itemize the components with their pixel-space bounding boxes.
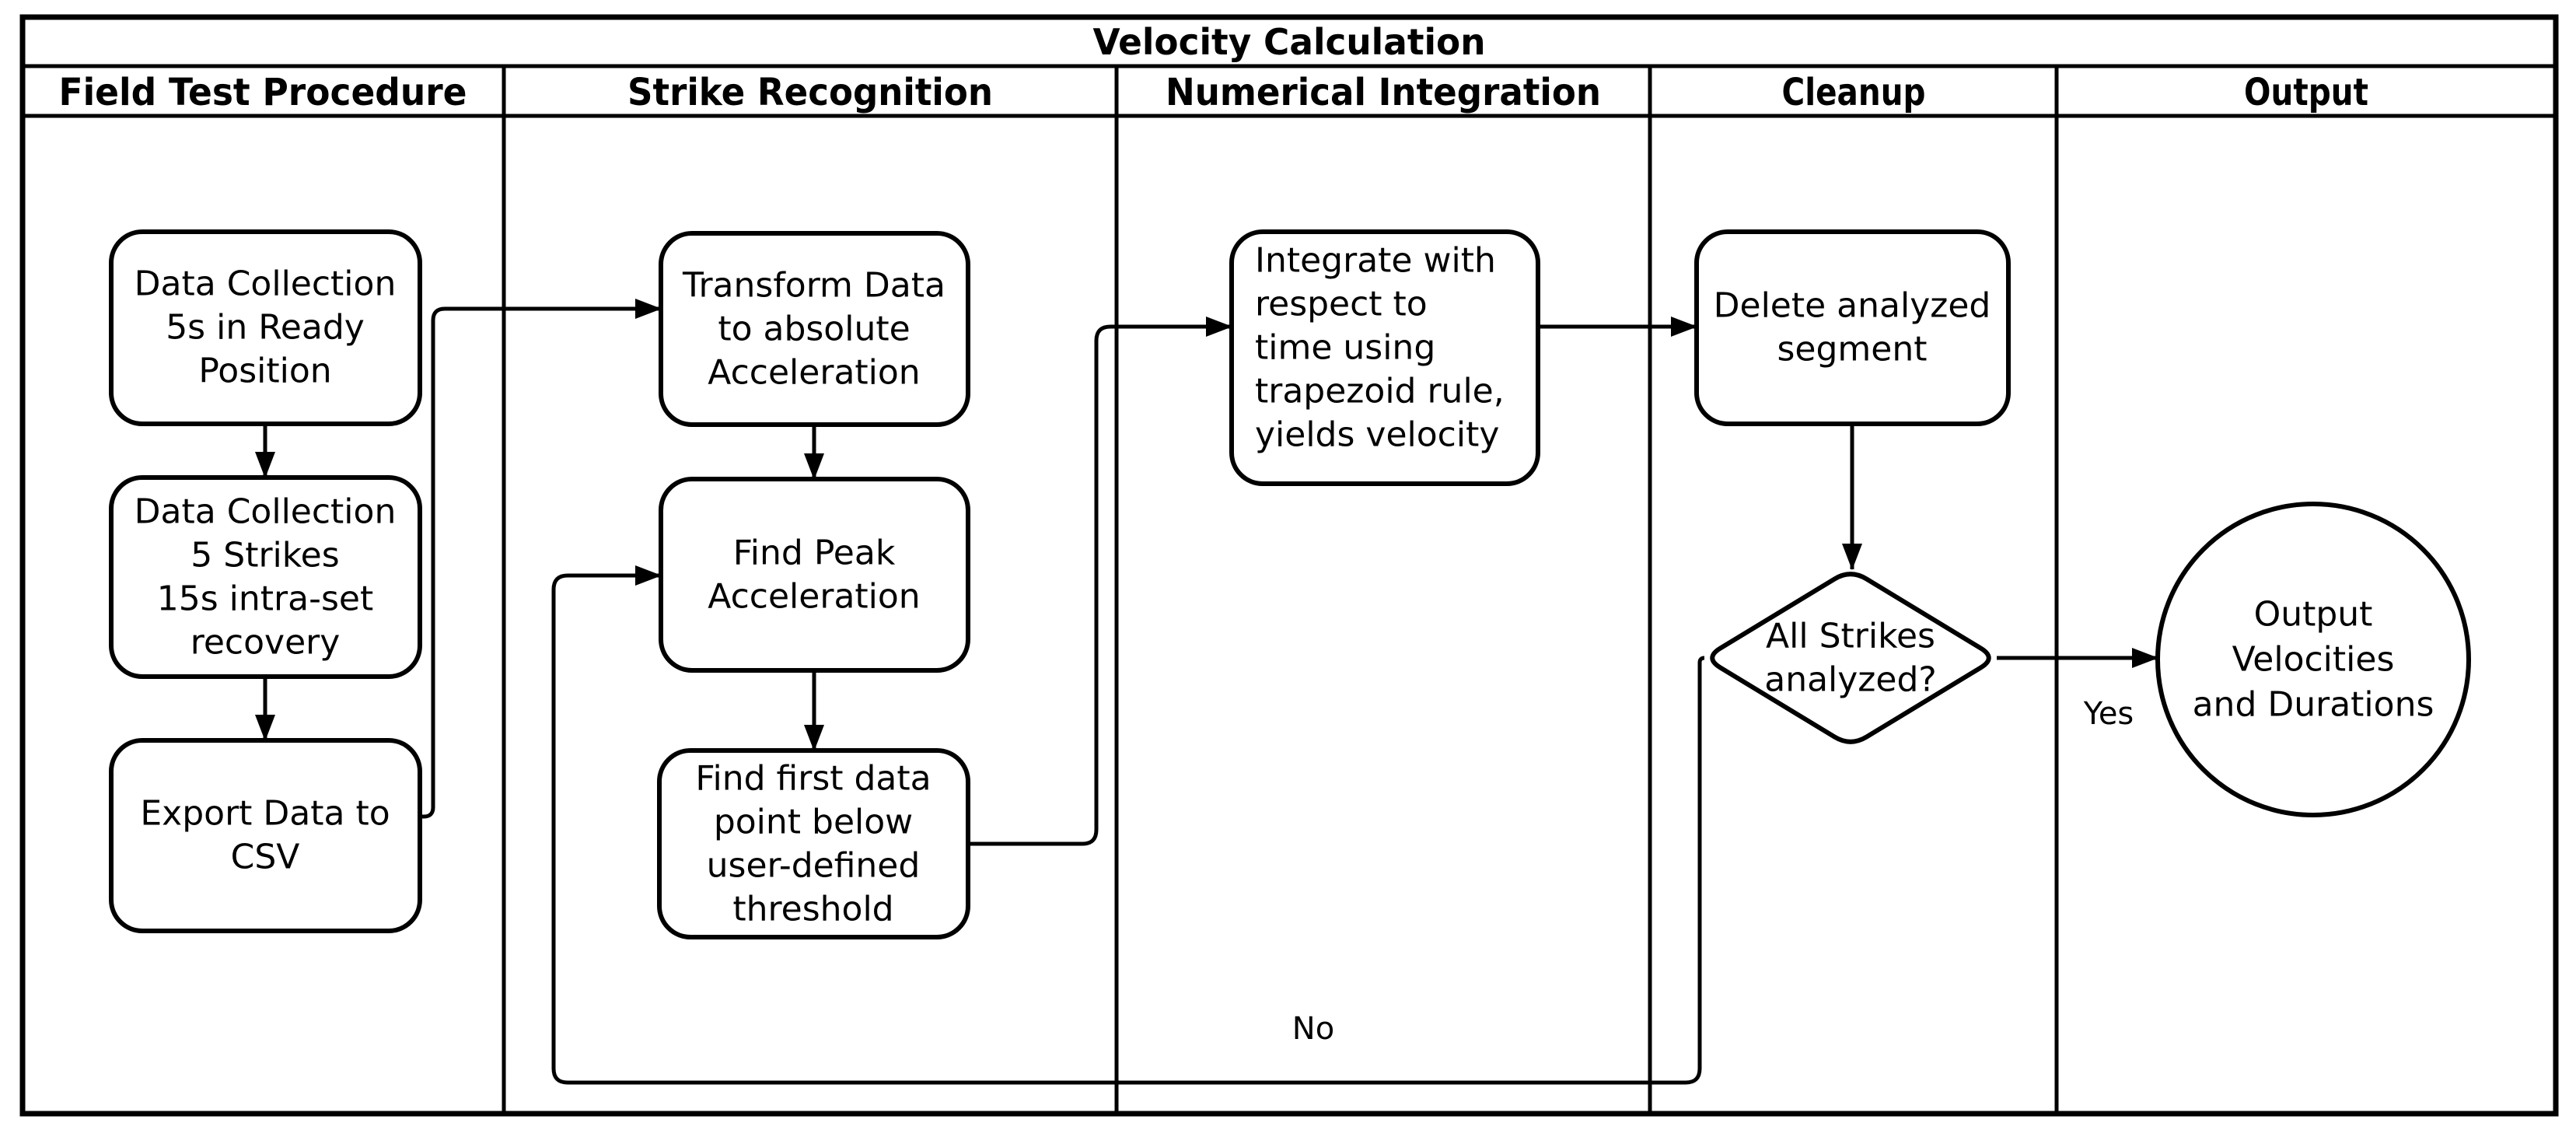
node-text-line: Acceleration (708, 353, 920, 393)
lane-header-numerical-integration: Numerical Integration (1166, 71, 1601, 114)
terminal-circle (2155, 502, 2471, 817)
node-text-line: 5s in Ready (166, 308, 365, 348)
node-find-first-below-threshold: Find first data point below user-defined… (657, 748, 970, 939)
node-text-line: 5 Strikes (190, 536, 339, 575)
node-decision-all-strikes-analyzed: All Strikes analyzed? (1710, 572, 1991, 744)
node-text-line: Position (198, 352, 331, 391)
node-text-line: Delete analyzed (1714, 286, 1991, 326)
node-text-line: analyzed? (1764, 660, 1937, 700)
process-box (1229, 229, 1540, 486)
process-box (1694, 229, 2011, 426)
node-text-line: 15s intra-set (157, 579, 373, 619)
node-export-data-csv: Export Data to CSV (109, 738, 422, 933)
arrow-export-to-transform (420, 299, 662, 819)
lane-header-cleanup: Cleanup (1782, 71, 1926, 114)
swimlane-frame: Velocity Calculation Field Test Procedur… (19, 14, 2559, 1117)
node-find-peak-acceleration: Find Peak Acceleration (659, 477, 970, 673)
process-box (109, 229, 422, 426)
node-text-line: trapezoid rule, (1255, 372, 1505, 411)
node-integrate-trapezoid: Integrate with respect to time using tra… (1229, 229, 1540, 486)
node-text-line: Find first data (695, 759, 931, 799)
node-text-line: Transform Data (682, 266, 945, 306)
node-text-line: Velocities (2232, 640, 2395, 680)
node-text-line: segment (1777, 330, 1928, 369)
node-text-line: user-defined (707, 846, 921, 886)
node-text-line: to absolute (718, 310, 910, 349)
node-text-line: Integrate with (1255, 241, 1496, 281)
process-box (109, 738, 422, 933)
node-text-line: Acceleration (708, 577, 920, 617)
arrow-decision-no-to-findpeak (551, 565, 1705, 1085)
node-text-line: yields velocity (1255, 415, 1499, 455)
node-output-velocities-durations: Output Velocities and Durations (2155, 502, 2471, 817)
process-box (659, 231, 970, 427)
lane-header-output: Output (2244, 71, 2368, 114)
node-text-line: Export Data to (140, 794, 390, 834)
decision-diamond (1710, 572, 1991, 744)
node-data-collection-strikes: Data Collection 5 Strikes 15s intra-set … (109, 475, 422, 679)
diagram-title: Velocity Calculation (1093, 21, 1486, 63)
arrow-findfirst-to-integrate (968, 317, 1232, 846)
node-text-line: CSV (231, 838, 300, 877)
node-text-line: Find Peak (733, 534, 896, 573)
flow-connectors: Yes No (255, 299, 2158, 1085)
node-text-line: and Durations (2193, 685, 2434, 725)
node-text-line: recovery (190, 623, 341, 663)
branch-label-no: No (1292, 1011, 1334, 1047)
node-text-line: Output (2254, 595, 2373, 635)
node-data-collection-ready: Data Collection 5s in Ready Position (109, 229, 422, 426)
process-box (657, 748, 970, 939)
outer-border (19, 14, 2559, 1117)
node-text-line: Data Collection (135, 492, 397, 532)
lane-header-strike-recognition: Strike Recognition (627, 71, 993, 114)
node-delete-analyzed-segment: Delete analyzed segment (1694, 229, 2011, 426)
node-text-line: Data Collection (135, 264, 397, 304)
node-text-line: point below (714, 803, 913, 842)
node-text-line: time using (1255, 328, 1435, 368)
lane-header-field-test-procedure: Field Test Procedure (59, 71, 467, 114)
process-box (659, 477, 970, 673)
branch-label-yes: Yes (2083, 696, 2134, 732)
process-box (109, 475, 422, 679)
node-transform-data: Transform Data to absolute Acceleration (659, 231, 970, 427)
node-text-line: threshold (732, 890, 893, 929)
node-text-line: respect to (1255, 285, 1428, 324)
node-text-line: All Strikes (1766, 617, 1935, 656)
